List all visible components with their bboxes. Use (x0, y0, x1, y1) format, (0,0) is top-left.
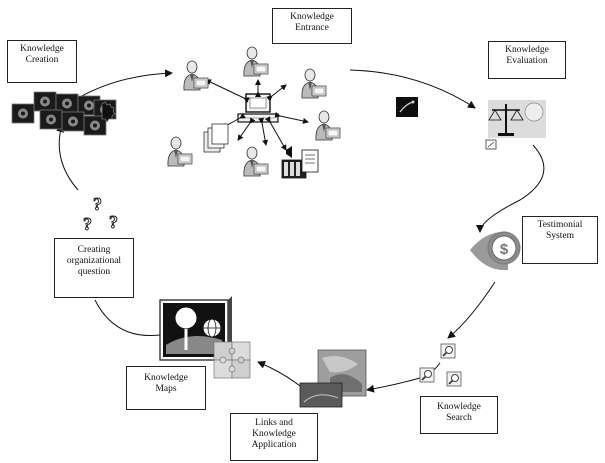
creating-question-line3: question (77, 267, 111, 277)
documents-icon (203, 123, 229, 153)
arrow-entrance-to-evaluation (349, 69, 476, 109)
dollar-icon: $ (470, 231, 521, 271)
svg-text:$: $ (500, 241, 509, 258)
media-icon (281, 146, 319, 179)
testimonial-system-box: Testimonial System (522, 216, 598, 264)
puzzle-icon (213, 341, 251, 379)
links-application-box: Links and Knowledge Application (230, 413, 318, 461)
creating-question-line2: organizational (66, 256, 122, 266)
links-application-line1: Links and (255, 418, 293, 428)
knowledge-entrance-line2: Entrance (295, 23, 329, 33)
line-maps-to-question (94, 299, 161, 337)
person-icon (315, 110, 341, 141)
knowledge-creation-line2: Creation (25, 55, 59, 65)
knowledge-evaluation-line1: Knowledge (505, 45, 549, 55)
question-marks-icon: ? ? ? (83, 194, 119, 235)
dark-tile-icon (396, 97, 418, 117)
arrow-links-to-maps (257, 361, 301, 387)
knowledge-entrance-box: Knowledge Entrance (272, 8, 352, 44)
knowledge-search-line1: Knowledge (437, 402, 481, 412)
magnifier-icon (440, 343, 456, 359)
arrow-evaluation-to-testimonial (476, 144, 545, 233)
knowledge-creation-line1: Knowledge (20, 44, 64, 54)
person-icon (243, 146, 269, 177)
gears-icon (11, 91, 117, 136)
links-application-line2: Knowledge (252, 429, 296, 439)
person-icon (167, 136, 193, 167)
person-icon (243, 46, 269, 77)
knowledge-search-line2: Search (446, 413, 472, 423)
knowledge-maps-line2: Maps (155, 384, 177, 394)
person-icon (301, 68, 327, 99)
testimonial-system-line2: System (546, 231, 574, 241)
knowledge-creation-box: Knowledge Creation (7, 40, 77, 83)
computer-icon (237, 93, 279, 123)
scales-icon (485, 100, 546, 150)
knowledge-maps-box: Knowledge Maps (126, 366, 206, 410)
map-tree-icon (159, 296, 232, 361)
svg-text:?: ? (93, 194, 102, 214)
testimonial-system-line1: Testimonial (537, 220, 583, 230)
knowledge-search-box: Knowledge Search (420, 396, 498, 434)
knowledge-evaluation-line2: Evaluation (506, 56, 548, 66)
magnifier-icon (419, 367, 435, 383)
photo-collage-icon (299, 349, 367, 408)
knowledge-maps-line1: Knowledge (144, 373, 188, 383)
arrow-testimonial-to-search (447, 281, 496, 339)
magnifier-icon (446, 371, 462, 387)
links-application-line3: Application (251, 440, 297, 450)
knowledge-entrance-line1: Knowledge (290, 12, 334, 22)
svg-text:?: ? (109, 212, 118, 232)
creating-question-line1: Creating (77, 245, 111, 255)
person-icon (183, 60, 209, 91)
creating-question-box: Creating organizational question (54, 238, 134, 298)
knowledge-evaluation-box: Knowledge Evaluation (488, 41, 566, 79)
arrow-question-to-creation (56, 124, 79, 191)
arrow-creation-to-entrance (79, 69, 173, 98)
svg-text:?: ? (83, 214, 92, 234)
